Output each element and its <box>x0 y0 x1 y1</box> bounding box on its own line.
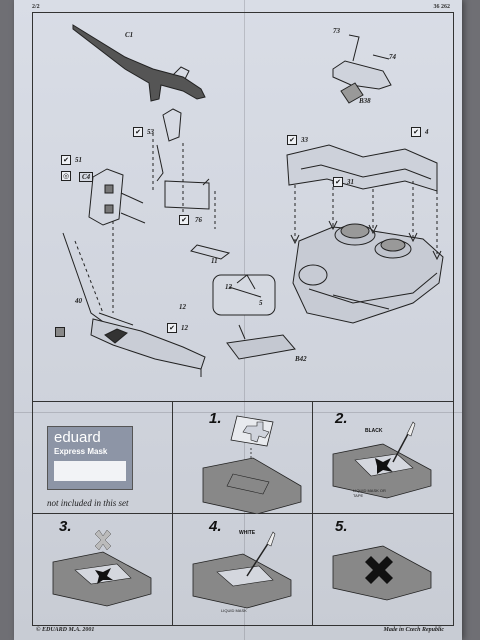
logo-white-box <box>54 461 126 481</box>
logo-brand: eduard <box>54 429 101 446</box>
mask-steps-grid: eduard Express Mask not included in this… <box>33 401 453 626</box>
check-box-c4: ◎ <box>61 171 71 181</box>
step-4-cell: 4. WHITE LIQUID MASK <box>173 514 313 626</box>
logo-product: Express Mask <box>54 447 108 456</box>
not-included-note: not included in this set <box>47 498 129 508</box>
part-label-4: 4 <box>425 128 429 136</box>
check-box-76: ✔ <box>179 215 189 225</box>
step-1-number: 1. <box>209 410 222 427</box>
part-label-76: 76 <box>195 216 202 224</box>
step-4-note: LIQUID MASK <box>221 608 247 613</box>
check-box-shaded <box>55 327 65 337</box>
step-5-number: 5. <box>335 518 348 535</box>
step-1-drawing <box>202 415 302 514</box>
page-number-right: 36 262 <box>433 4 451 10</box>
step-2-note: LIQUID MASK OR TAPE <box>353 488 386 498</box>
check-box-4: ✔ <box>411 127 421 137</box>
part-label-12-left: 12 <box>179 303 186 311</box>
part-label-12-main: 12 <box>181 324 188 332</box>
part-label-c1: C1 <box>125 31 134 39</box>
part-label-b38: B38 <box>359 97 371 105</box>
step-1-cell: 1. <box>173 402 313 514</box>
part-label-51: 51 <box>75 156 82 164</box>
part-label-c4: C4 <box>79 172 94 182</box>
step-2-drawing <box>332 421 432 499</box>
step-5-drawing <box>332 545 432 601</box>
part-label-40: 40 <box>75 297 82 305</box>
step-5-cell: 5. <box>313 514 453 626</box>
fold-line-horizontal <box>14 412 462 413</box>
step-2-cell: 2. BLACK LIQUID MASK OR TAPE <box>313 402 453 514</box>
step-2-label: BLACK <box>365 428 383 434</box>
footer-copyright: © EDUARD M.A. 2001 <box>36 627 95 633</box>
assembly-drawing <box>62 24 444 377</box>
step-3-number: 3. <box>59 518 72 535</box>
footer-made-in: Made in Czech Republic <box>383 627 444 633</box>
step-2-number: 2. <box>335 410 348 427</box>
fold-line-vertical <box>244 0 245 640</box>
check-box-31: ✔ <box>333 177 343 187</box>
check-box-12: ✔ <box>167 323 177 333</box>
part-label-31: 31 <box>347 178 354 186</box>
check-box-53: ✔ <box>133 127 143 137</box>
check-box-51: ✔ <box>61 155 71 165</box>
part-label-73: 73 <box>333 27 340 35</box>
part-label-b42: B42 <box>295 355 307 363</box>
part-label-12-callout: 12 <box>225 283 232 291</box>
part-label-74: 74 <box>389 53 396 61</box>
step-4-label: WHITE <box>239 530 256 536</box>
step-3-cell: 3. <box>33 514 173 626</box>
step-4-number: 4. <box>209 518 222 535</box>
instruction-sheet: 2/2 36 262 <box>14 0 462 640</box>
part-label-5: 5 <box>259 299 263 307</box>
step-4-drawing <box>192 531 292 609</box>
part-label-33: 33 <box>301 136 308 144</box>
assembly-diagram: C1 B38 73 74 ✔ 53 ✔ 51 ◎ C4 ✔ 76 11 40 ✔… <box>33 13 453 401</box>
mask-product-cell: eduard Express Mask not included in this… <box>33 402 173 514</box>
step-3-drawing <box>52 529 152 607</box>
part-label-11: 11 <box>211 257 218 265</box>
instruction-frame: C1 B38 73 74 ✔ 53 ✔ 51 ◎ C4 ✔ 76 11 40 ✔… <box>32 12 454 626</box>
page-number-left: 2/2 <box>32 4 40 10</box>
check-box-33: ✔ <box>287 135 297 145</box>
part-label-53: 53 <box>147 128 154 136</box>
express-mask-logo: eduard Express Mask <box>47 426 133 490</box>
